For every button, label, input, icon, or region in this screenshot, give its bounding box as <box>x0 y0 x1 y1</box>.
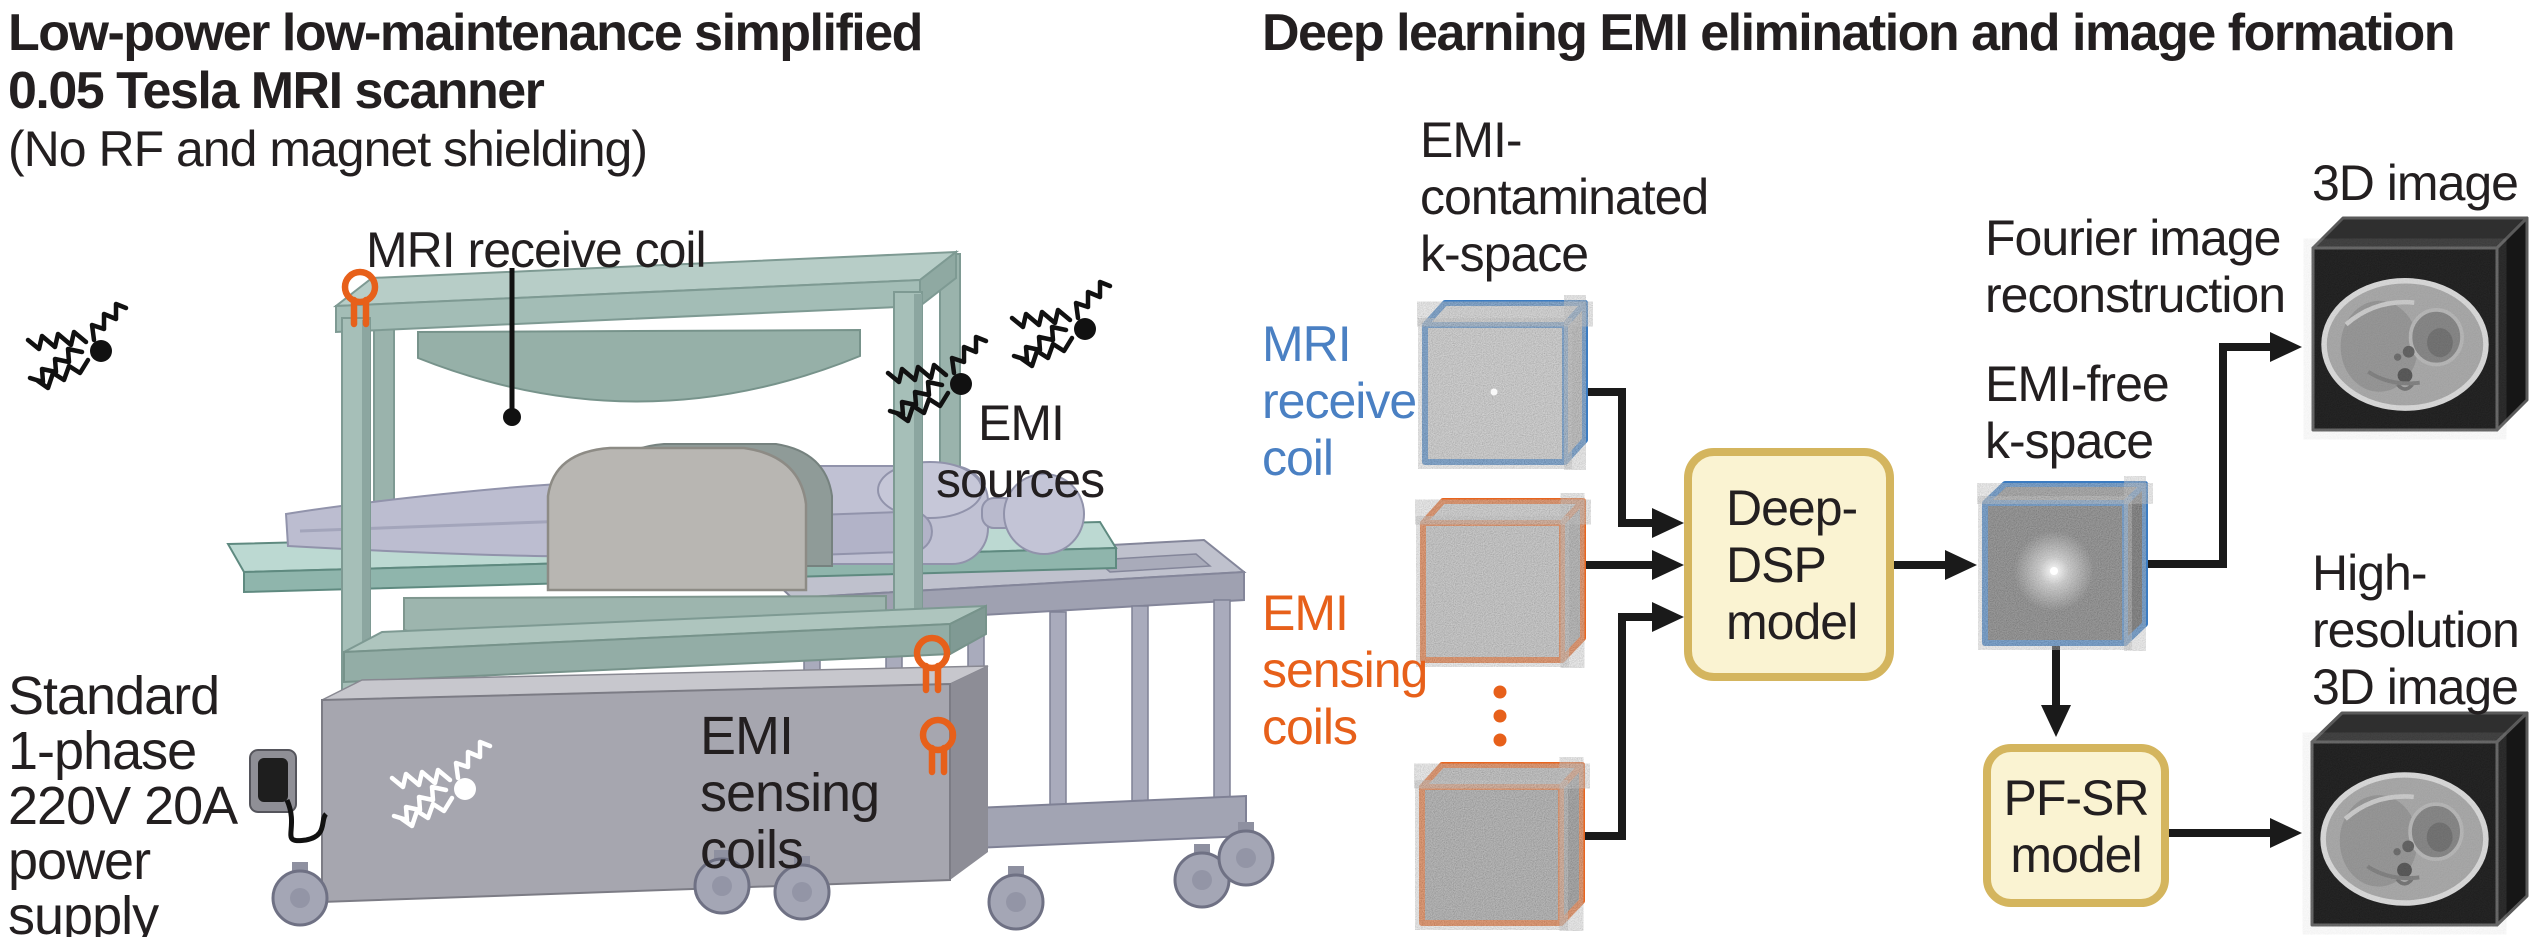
kspace-cube-emi-free <box>1982 481 2148 646</box>
pf-sr-model-label: model <box>2010 827 2142 883</box>
ellipsis-dots <box>1493 685 1507 747</box>
image-cube-3d <box>2311 216 2529 432</box>
pipeline-diagram <box>1419 216 2529 927</box>
pf-sr-model-label: PF-SR <box>2003 770 2150 826</box>
contaminated-kspace-label: contaminated <box>1420 169 1709 225</box>
left-title-line1: Low-power low-maintenance simplified <box>8 4 923 62</box>
contaminated-kspace-label: k-space <box>1420 226 1589 282</box>
emi-sources-label: EMI <box>978 395 1065 451</box>
deep-dsp-model-box <box>1684 448 1894 681</box>
mri-receive-coil-label: coil <box>1262 430 1334 486</box>
flow-connectors <box>1584 343 2270 840</box>
receive-coil-label: MRI receive coil <box>366 222 707 278</box>
sensing-coils-label: sensing <box>700 763 880 823</box>
right-title: Deep learning EMI elimination and image … <box>1262 4 2456 62</box>
emi-noise-icon <box>28 304 126 388</box>
high-res-label: High- <box>2312 545 2427 601</box>
high-res-label: resolution <box>2312 602 2520 658</box>
contaminated-kspace-label: EMI- <box>1420 112 1523 168</box>
power-supply-label: supply <box>8 886 159 937</box>
scanner-canopy <box>332 249 960 334</box>
left-title-line2: 0.05 Tesla MRI scanner <box>8 62 545 120</box>
power-supply-label: 1-phase <box>8 721 197 781</box>
deep-dsp-model-label: DSP <box>1726 537 1827 593</box>
sensing-coils-label: EMI <box>700 706 794 766</box>
power-supply-label: 220V 20A <box>8 776 238 836</box>
pf-sr-model-box <box>1983 744 2169 907</box>
kspace-cube-mri-receive <box>1422 300 1588 465</box>
image-cube-high-res <box>2310 711 2529 927</box>
kspace-cube-emi-2 <box>1419 762 1585 926</box>
emi-sensing-coils-label: sensing <box>1262 642 1428 698</box>
caster-wheel <box>271 860 329 927</box>
fourier-reconstruction-label: reconstruction <box>1985 267 2286 323</box>
emi-sensing-coils-label: coils <box>1262 699 1358 755</box>
power-supply-label: power <box>8 831 151 891</box>
mri-receive-coil-label: receive <box>1262 373 1417 429</box>
emi-sources-label: sources <box>936 452 1105 508</box>
emi-free-kspace-label: k-space <box>1985 413 2154 469</box>
mri-scanner-illustration <box>28 249 1275 931</box>
deep-dsp-model-label: Deep- <box>1726 480 1858 536</box>
electronics-base-cabinet <box>321 665 989 904</box>
fourier-reconstruction-label: Fourier image <box>1985 210 2281 266</box>
power-plug-icon <box>249 749 329 844</box>
emi-noise-icon <box>1012 282 1110 366</box>
image-3d-label: 3D image <box>2312 155 2519 211</box>
emi-sensing-coils-label: EMI <box>1262 585 1349 641</box>
power-supply-label: Standard <box>8 666 220 726</box>
flow-arrowheads <box>1652 332 2302 848</box>
receive-coil-pointer <box>503 268 521 426</box>
deep-dsp-model-label: model <box>1726 594 1858 650</box>
caster-wheel <box>987 864 1045 931</box>
magnet-drum <box>417 328 861 403</box>
emi-free-kspace-label: EMI-free <box>1985 356 2170 412</box>
kspace-cube-emi-1 <box>1420 498 1586 663</box>
mri-receive-coil-label: MRI <box>1262 316 1352 372</box>
high-res-label: 3D image <box>2312 659 2519 715</box>
sensing-coils-label: coils <box>700 820 804 880</box>
left-subtitle: (No RF and magnet shielding) <box>8 121 648 177</box>
mri-receive-coil-housing <box>546 446 808 592</box>
